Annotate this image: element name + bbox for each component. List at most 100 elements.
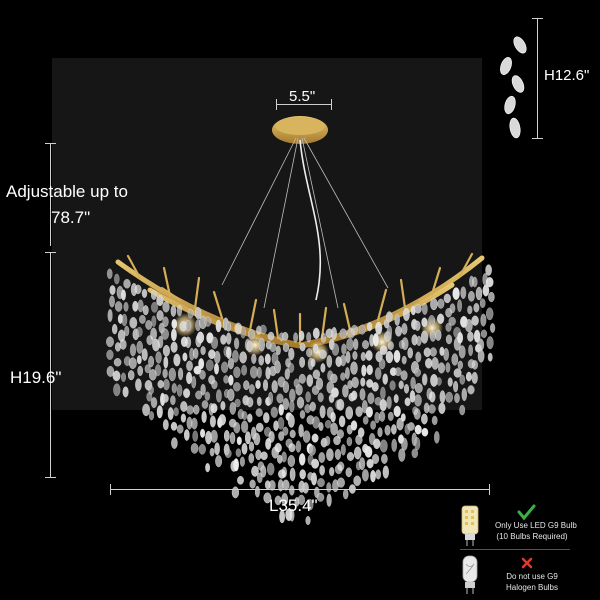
crystal-drop bbox=[302, 430, 311, 443]
crystal-drop bbox=[282, 398, 289, 411]
crystal-drop bbox=[378, 358, 386, 370]
crystal-drop bbox=[234, 398, 241, 408]
crystal-drop bbox=[156, 295, 164, 306]
crystal-drop bbox=[190, 443, 199, 454]
crystal-drop bbox=[407, 422, 415, 431]
crystal-drop bbox=[293, 332, 298, 343]
crystal-drop bbox=[364, 446, 373, 458]
crystal-drop bbox=[210, 403, 218, 414]
crystal-drop bbox=[295, 440, 302, 453]
crystal-drop bbox=[352, 351, 358, 360]
crystal-drop bbox=[487, 352, 493, 362]
crystal-drop bbox=[401, 437, 408, 451]
crystal-drop bbox=[367, 392, 375, 405]
crystal-drop bbox=[411, 448, 418, 459]
crystal-drop bbox=[287, 455, 295, 467]
crystal-drop bbox=[475, 286, 483, 301]
crystal-drop bbox=[200, 428, 206, 438]
crystal-drop bbox=[467, 305, 473, 315]
crystal-drop bbox=[241, 442, 248, 455]
crystal-drop bbox=[351, 390, 358, 401]
crystal-drop bbox=[113, 358, 122, 367]
crystal-drop bbox=[477, 349, 485, 363]
crystal-drop bbox=[282, 479, 290, 491]
crystal-drop bbox=[362, 415, 369, 425]
crystal-drop bbox=[167, 407, 174, 420]
crystal-drop bbox=[324, 420, 332, 429]
crystal-drop bbox=[210, 429, 218, 443]
crystal-drop bbox=[256, 366, 262, 379]
crystal-drop bbox=[345, 351, 351, 364]
crystal-drop bbox=[171, 437, 178, 449]
crystal-drop bbox=[438, 402, 446, 414]
crystal-drop bbox=[128, 357, 137, 370]
crystal-drop bbox=[330, 422, 338, 436]
crystal-drop bbox=[312, 416, 320, 429]
crystal-drop bbox=[326, 448, 334, 462]
crystal-drop bbox=[445, 362, 451, 373]
crystal-drop bbox=[106, 268, 113, 280]
crystal-drop bbox=[171, 383, 177, 394]
crystal-drop bbox=[216, 389, 222, 403]
crystal-drop bbox=[330, 373, 338, 384]
crystal-drop bbox=[282, 331, 289, 341]
crystal-drop bbox=[305, 391, 311, 403]
crystal-drop bbox=[297, 494, 306, 506]
crystal-drop bbox=[351, 324, 359, 336]
crystal-drop bbox=[365, 406, 373, 418]
crystal-drop bbox=[320, 332, 327, 343]
crystal-drop bbox=[235, 448, 242, 458]
crystal-drop bbox=[386, 325, 393, 338]
crystal-drop bbox=[414, 368, 421, 377]
crystal-drop bbox=[299, 410, 306, 419]
crystal-drop bbox=[449, 303, 456, 314]
crystal-drop bbox=[443, 293, 451, 304]
crystal-drop bbox=[260, 451, 268, 461]
crystal-drop bbox=[163, 356, 169, 369]
crystal-drop bbox=[468, 344, 473, 357]
crystal-drop bbox=[393, 349, 401, 363]
crystal-drop bbox=[204, 391, 211, 401]
crystal-drop bbox=[387, 411, 394, 422]
crystal-drop bbox=[382, 373, 388, 385]
crystal-drop bbox=[196, 331, 205, 344]
crystal-drop bbox=[377, 427, 383, 438]
height-label: H19.6" bbox=[10, 368, 62, 387]
crystal-drop bbox=[416, 335, 422, 347]
crystal-drop bbox=[400, 413, 406, 422]
crystal-drop bbox=[123, 301, 129, 312]
crystal-drop bbox=[350, 361, 358, 375]
crystal-drop bbox=[295, 384, 303, 396]
crystal-drop bbox=[176, 424, 184, 434]
crystal-drop bbox=[337, 461, 345, 471]
crystal-drop bbox=[365, 350, 373, 361]
crystal-drop bbox=[209, 415, 216, 428]
crystal-drop bbox=[220, 401, 226, 411]
crystal-drop bbox=[109, 285, 116, 295]
crystal-drop bbox=[393, 394, 399, 403]
crystal-drop bbox=[228, 374, 234, 386]
crystal-drop bbox=[372, 333, 379, 347]
crystal-drop bbox=[246, 340, 253, 353]
crystal-drop bbox=[358, 324, 366, 335]
crystal-drop bbox=[221, 361, 229, 373]
crystal-drop bbox=[224, 449, 232, 459]
crystal-drop bbox=[473, 303, 480, 313]
crystal-drop bbox=[144, 364, 151, 374]
crystal-drop bbox=[414, 394, 422, 407]
crystal-drop bbox=[429, 347, 437, 357]
crystal-drop bbox=[246, 397, 254, 408]
crystal-drop bbox=[381, 453, 388, 464]
crystal-drop bbox=[229, 401, 237, 415]
crystal-drop bbox=[214, 442, 220, 456]
crystal-drop bbox=[120, 372, 126, 382]
crystal-drop bbox=[192, 430, 198, 442]
crystal-drop bbox=[142, 305, 149, 316]
crystal-drop bbox=[437, 362, 446, 374]
crystal-drop bbox=[255, 408, 263, 417]
crystal-drop bbox=[421, 427, 429, 437]
crystal-drop bbox=[490, 323, 496, 333]
crystal-drop bbox=[331, 343, 340, 356]
crystal-drop bbox=[214, 363, 219, 375]
crystal-drop bbox=[270, 406, 278, 418]
